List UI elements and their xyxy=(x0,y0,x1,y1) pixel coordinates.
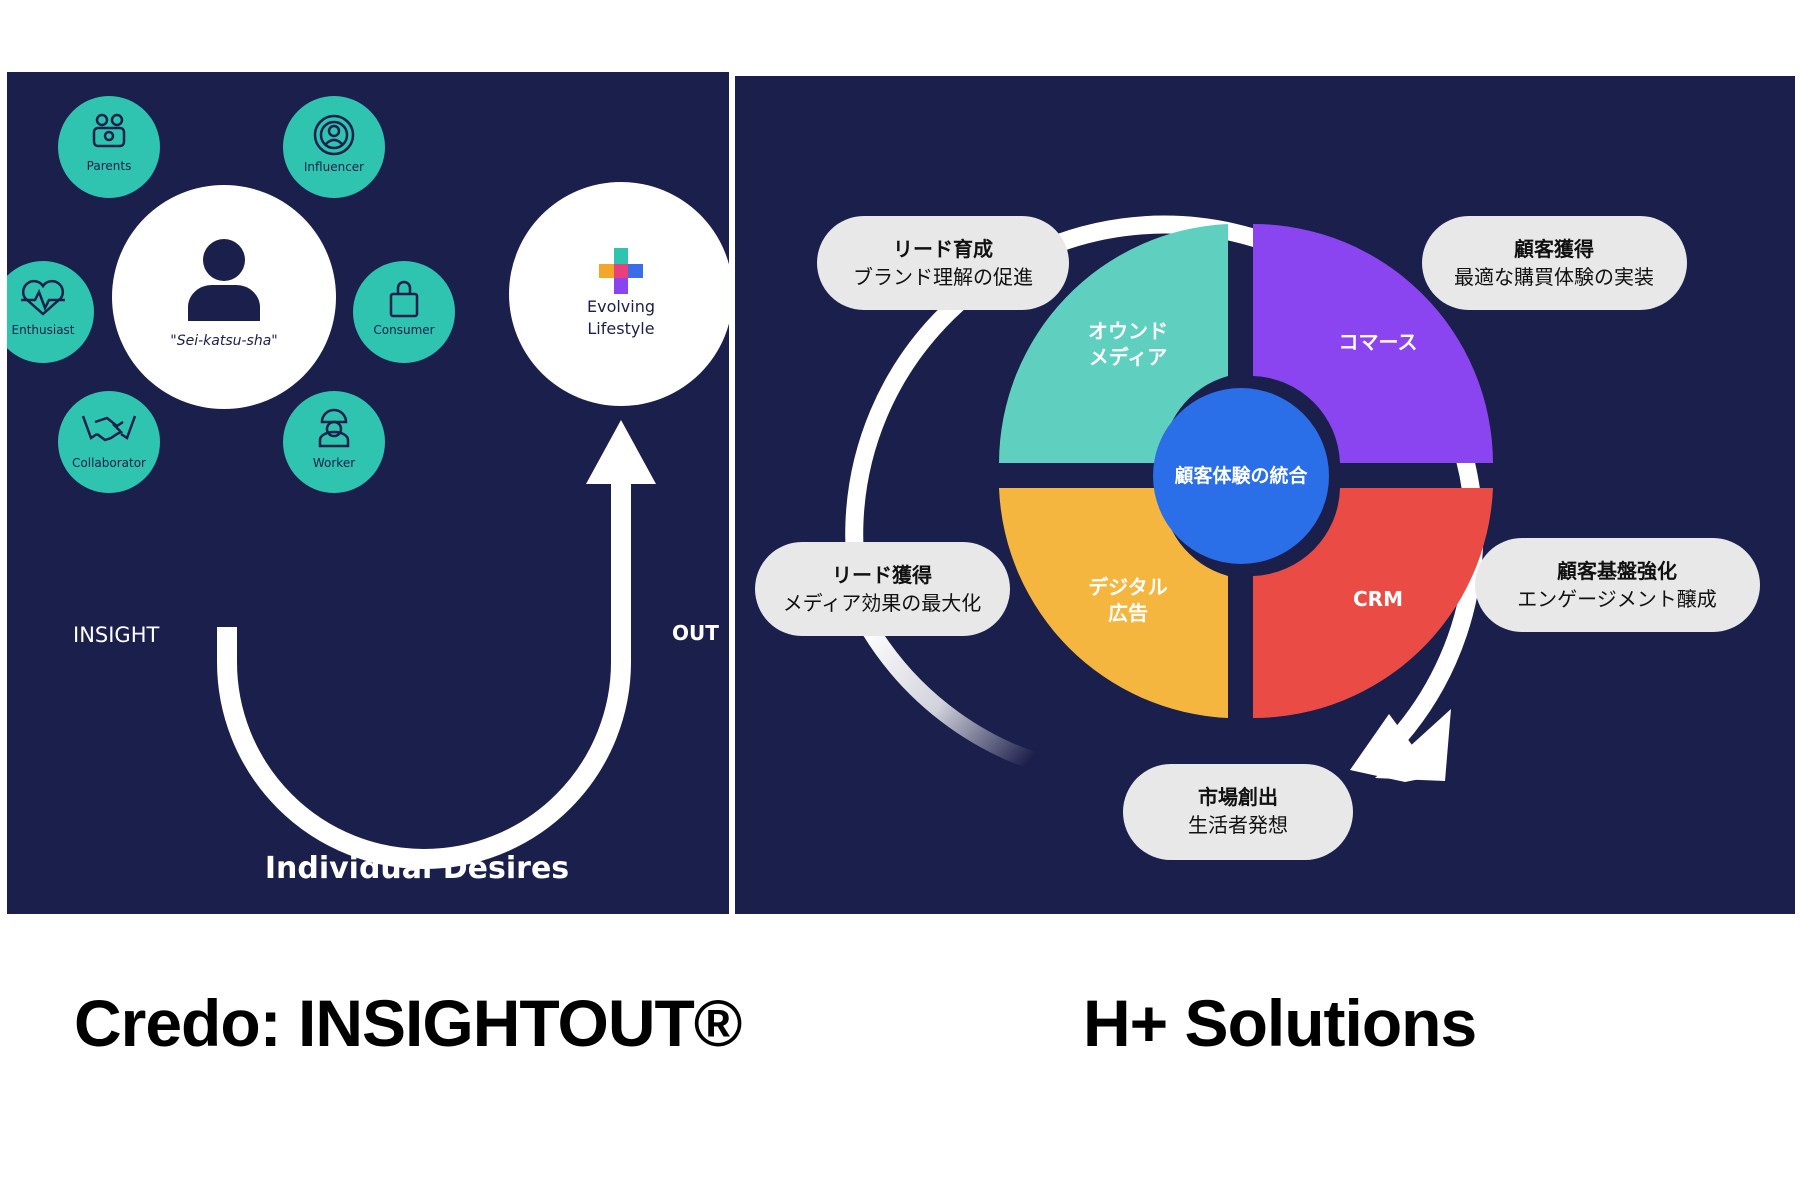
insight-label: INSIGHT xyxy=(73,623,159,647)
h-plus-solutions-diagram: オウンド メディア コマース デジタル 広告 CRM 顧客体験の統合 リード育成… xyxy=(735,76,1795,914)
persona-label: Parents xyxy=(87,159,132,173)
persona-enthusiast: Enthusiast xyxy=(7,261,94,363)
quadrant-owned-media xyxy=(999,224,1228,463)
caption-h-plus: H+ Solutions xyxy=(1083,986,1477,1060)
quadrant-digital-ads xyxy=(999,488,1228,718)
h-plus-svg: オウンド メディア コマース デジタル 広告 CRM 顧客体験の統合 リード育成… xyxy=(755,215,1760,860)
out-arrow-head xyxy=(586,420,656,484)
caption-insightout: Credo: INSIGHTOUT® xyxy=(74,986,742,1060)
quadrant-group xyxy=(999,224,1493,719)
persona-label: Consumer xyxy=(373,323,434,337)
insightout-svg: Parents Influencer Enthusiast xyxy=(7,96,729,886)
digital-ads-line2: 広告 xyxy=(1108,601,1148,625)
cycle-ring-fade xyxy=(860,621,1072,780)
persona-label: Influencer xyxy=(304,160,364,174)
digital-ads-line1: デジタル xyxy=(1088,575,1168,599)
pill-subtitle: 最適な購買体験の実装 xyxy=(1454,265,1654,289)
pill-customer-base: 顧客基盤強化 エンゲージメント醸成 xyxy=(1475,538,1760,632)
out-label: OUT xyxy=(672,621,719,645)
pill-title: リード育成 xyxy=(893,237,993,261)
pill-subtitle: 生活者発想 xyxy=(1188,813,1288,837)
pill-market-creation: 市場創出 生活者発想 xyxy=(1123,764,1353,860)
sei-katsu-sha-label: "Sei-katsu-sha" xyxy=(170,333,277,349)
pill-title: リード獲得 xyxy=(832,563,932,587)
parents-icon xyxy=(92,113,126,148)
pill-title: 市場創出 xyxy=(1198,785,1278,809)
persona-worker: Worker xyxy=(283,391,385,493)
quadrant-crm xyxy=(1253,488,1493,719)
owned-media-line1: オウンド xyxy=(1088,319,1168,343)
owned-media-line2: メディア xyxy=(1089,345,1168,369)
pill-lead-get: リード獲得 メディア効果の最大化 xyxy=(755,542,1010,636)
persona-label: Enthusiast xyxy=(12,323,75,337)
pill-title: 顧客基盤強化 xyxy=(1557,559,1677,583)
pill-subtitle: ブランド理解の促進 xyxy=(853,265,1033,289)
center-label: 顧客体験の統合 xyxy=(1174,464,1308,487)
cycle-arrow-head-tip xyxy=(1375,709,1451,781)
heart-pulse-icon xyxy=(21,279,65,316)
influencer-icon xyxy=(313,114,355,156)
persona-collaborator: Collaborator xyxy=(58,391,160,493)
worker-icon xyxy=(318,408,350,448)
commerce-label: コマース xyxy=(1339,330,1418,354)
shopping-bag-icon xyxy=(389,280,419,318)
persona-parents: Parents xyxy=(58,96,160,198)
pill-title: 顧客獲得 xyxy=(1514,237,1594,261)
crm-label: CRM xyxy=(1353,587,1403,611)
evolving-lifestyle-node: Evolving xyxy=(509,182,729,406)
persona-label: Worker xyxy=(313,456,355,470)
pill-subtitle: エンゲージメント醸成 xyxy=(1517,587,1717,611)
lifestyle-line2: Lifestyle xyxy=(587,319,654,338)
lifestyle-line1: Evolving xyxy=(587,297,655,316)
individual-desires-label: Individual Desires xyxy=(265,851,569,886)
pill-acquisition: 顧客獲得 最適な購買体験の実装 xyxy=(1422,216,1687,310)
sei-katsu-sha-node: "Sei-katsu-sha" xyxy=(112,185,336,409)
persona-influencer: Influencer xyxy=(283,96,385,198)
center-circle xyxy=(1153,388,1329,564)
plus-logo-icon xyxy=(599,248,643,294)
insightout-diagram: Parents Influencer Enthusiast xyxy=(7,72,729,914)
pill-subtitle: メディア効果の最大化 xyxy=(783,591,982,615)
insightout-u-path xyxy=(217,467,631,869)
persona-label: Collaborator xyxy=(72,456,146,470)
person-icon xyxy=(188,239,260,321)
quadrant-commerce xyxy=(1253,224,1493,463)
handshake-icon xyxy=(81,415,137,442)
persona-consumer: Consumer xyxy=(353,261,455,363)
pill-lead-nurture: リード育成 ブランド理解の促進 xyxy=(817,216,1069,310)
